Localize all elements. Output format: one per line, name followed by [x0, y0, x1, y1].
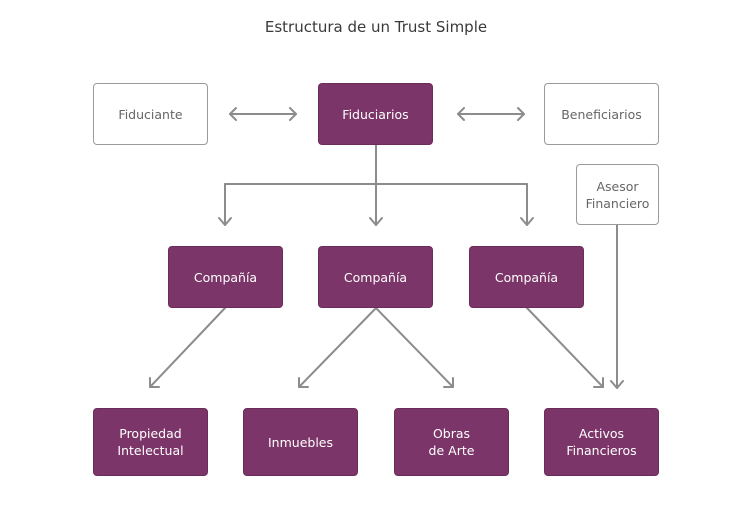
node-obras-de-arte: Obras de Arte: [394, 408, 509, 476]
node-compania-1: Compañía: [168, 246, 283, 308]
compania2-obras-connector: [375, 307, 454, 388]
asesor-activos-connector: [610, 224, 624, 389]
fiduciarios-branch-connector: [218, 144, 534, 226]
fiduciarios-beneficiarios-arrow: [457, 107, 525, 121]
compania3-activos-connector: [526, 307, 604, 388]
node-beneficiarios: Beneficiarios: [544, 83, 659, 145]
compania2-inmuebles-connector: [298, 307, 377, 388]
compania1-propiedad-connector: [149, 307, 226, 388]
node-asesor-financiero: Asesor Financiero: [576, 164, 659, 225]
node-fiduciante: Fiduciante: [93, 83, 208, 145]
node-compania-3: Compañía: [469, 246, 584, 308]
fiduciante-fiduciarios-arrow: [229, 107, 297, 121]
node-compania-2: Compañía: [318, 246, 433, 308]
node-inmuebles: Inmuebles: [243, 408, 358, 476]
node-propiedad-intelectual: Propiedad Intelectual: [93, 408, 208, 476]
node-activos-financieros: Activos Financieros: [544, 408, 659, 476]
node-fiduciarios: Fiduciarios: [318, 83, 433, 145]
diagram-title: Estructura de un Trust Simple: [264, 18, 488, 36]
